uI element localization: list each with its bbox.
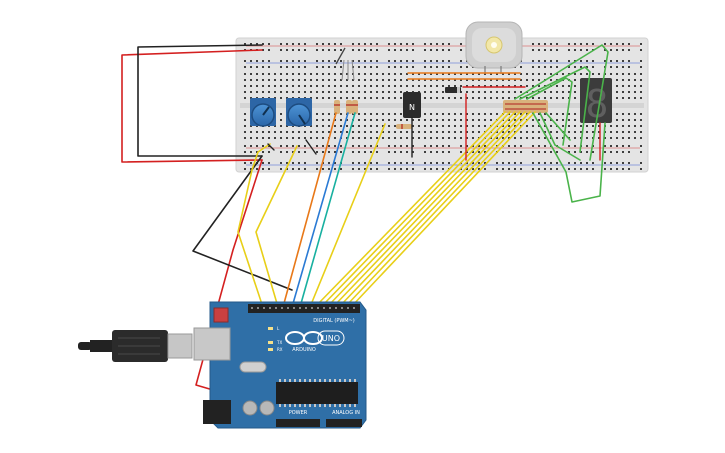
- arduino-logo-right: [303, 331, 323, 345]
- led-tx: [268, 341, 273, 344]
- resistor-transistor[interactable]: [396, 124, 412, 129]
- crystal: [239, 361, 267, 373]
- wire-teal-led[interactable]: [299, 112, 356, 308]
- wire-green-1[interactable]: [514, 44, 609, 161]
- arduino-uno[interactable]: DIGITAL (PWM~) ARDUINO UNO L TX RX POWER…: [193, 301, 367, 429]
- resistor-group-left[interactable]: [334, 100, 358, 114]
- power-header-label: POWER: [289, 410, 308, 416]
- wire-yellow-seg-g[interactable]: [350, 111, 536, 308]
- analog-header-label: ANALOG IN: [332, 410, 360, 416]
- wire-yellow-seg-f[interactable]: [344, 111, 531, 308]
- npn-transistor[interactable]: N: [403, 92, 421, 118]
- power-header[interactable]: [276, 419, 320, 427]
- wire-green-4[interactable]: [532, 112, 606, 203]
- wire-red-loop[interactable]: [121, 49, 263, 163]
- usb-port[interactable]: [193, 327, 231, 361]
- pot-2-wiper: [298, 114, 306, 125]
- breadboard-trench: [240, 103, 644, 108]
- chip-pins: [279, 379, 356, 407]
- resistor-array-segment[interactable]: [503, 100, 548, 113]
- atmega-chip: [276, 382, 358, 404]
- wire-blue-led[interactable]: [291, 112, 349, 308]
- wire-green-2[interactable]: [519, 66, 591, 153]
- wire-yellow-seg-b[interactable]: [320, 111, 511, 308]
- transistor-label: N: [409, 103, 415, 112]
- uno-label: UNO: [322, 334, 340, 343]
- power-jack[interactable]: [203, 400, 231, 424]
- usb-cable[interactable]: [78, 330, 193, 362]
- pot-1-wiper: [262, 106, 270, 116]
- digital-header-label: DIGITAL (PWM~): [313, 318, 355, 324]
- wire-yellow-seg-e[interactable]: [338, 111, 526, 308]
- wire-black-short-1[interactable]: [267, 143, 275, 151]
- seven-segment-digit: 8: [586, 82, 609, 126]
- wire-black-short-2[interactable]: [305, 139, 317, 155]
- potentiometer-2[interactable]: [286, 98, 312, 127]
- rgb-led[interactable]: [335, 47, 355, 81]
- wire-yellow-seg-c[interactable]: [326, 111, 516, 308]
- led-l-label: L: [277, 326, 280, 331]
- wire-green-3[interactable]: [526, 77, 573, 146]
- uno-badge: [317, 330, 345, 346]
- capacitor-2: [259, 400, 275, 416]
- digital-pins: [251, 307, 355, 309]
- potentiometer-1[interactable]: [250, 98, 276, 127]
- wire-black-loop[interactable]: [137, 44, 263, 157]
- diode[interactable]: [445, 87, 461, 93]
- wire-orange-led[interactable]: [282, 112, 337, 308]
- led-l: [268, 327, 273, 330]
- arduino-brand: ARDUINO: [292, 347, 316, 353]
- wire-green-6[interactable]: [545, 112, 571, 141]
- led-tx-label: TX: [276, 340, 282, 345]
- wire-yellow-seg-d[interactable]: [332, 111, 521, 308]
- digital-header[interactable]: [248, 304, 360, 313]
- wire-yellow-transistor[interactable]: [309, 123, 386, 308]
- wire-black-gnd[interactable]: [192, 155, 293, 291]
- wires: [121, 44, 609, 418]
- analog-header[interactable]: [326, 419, 362, 427]
- wire-yellow-pot1[interactable]: [237, 143, 300, 417]
- wire-yellow-seg-a[interactable]: [314, 111, 506, 308]
- capacitor-1: [242, 400, 258, 416]
- led-rx: [268, 348, 273, 351]
- wire-green-5[interactable]: [539, 112, 581, 161]
- led-rx-label: RX: [277, 347, 283, 352]
- motor-shaft: [491, 42, 497, 48]
- reset-button[interactable]: [213, 307, 229, 323]
- dc-motor[interactable]: [465, 21, 523, 74]
